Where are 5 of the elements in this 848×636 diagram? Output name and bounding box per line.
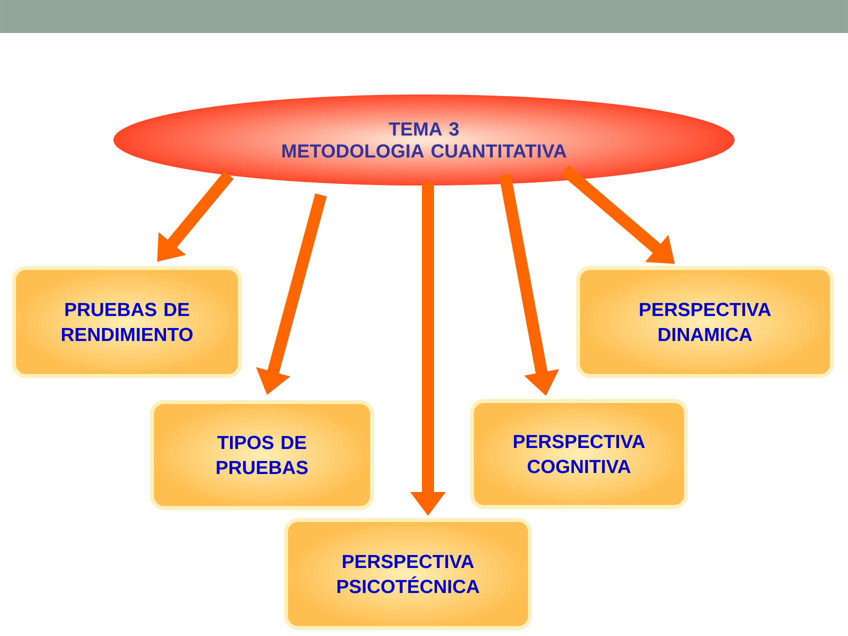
topic-box: PERSPECTIVA DINAMICA [576, 266, 834, 378]
topic-box: TIPOS DE PRUEBAS [150, 400, 374, 510]
topic-box: PERSPECTIVA COGNITIVA [470, 399, 688, 509]
topic-box: PERSPECTIVA PSICOTÉCNICA [284, 518, 532, 630]
topic-box: PRUEBAS DE RENDIMIENTO [12, 266, 242, 378]
